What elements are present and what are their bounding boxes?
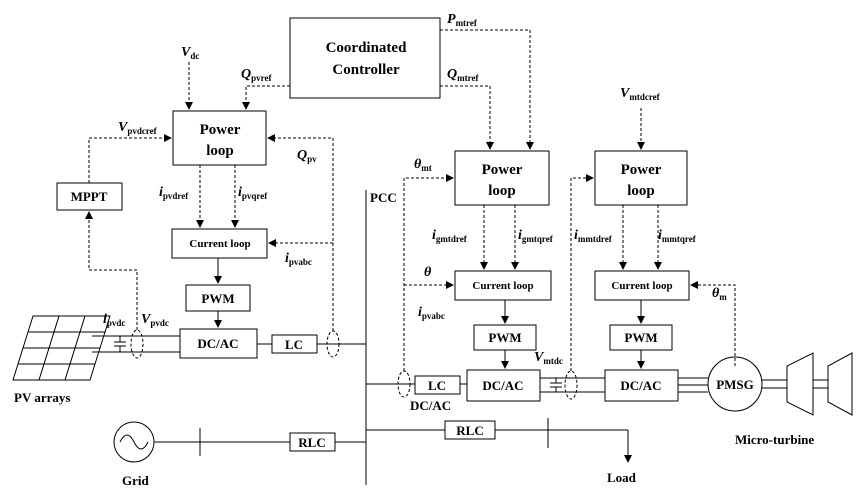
mppt-label: MPPT [71, 189, 108, 204]
signal-i-gmtqref: igmtqref [518, 228, 554, 244]
load-label: Load [607, 470, 637, 485]
signal-q-pvref: Qpvref [241, 67, 272, 83]
coordinated-controller-label-2: Controller [332, 62, 400, 78]
grid-rlc-block: RLC [289, 432, 336, 452]
pv-lc-filter-block: LC [271, 334, 318, 354]
signal-q-mtref: Qmtref [447, 67, 479, 83]
signal-v-mtdcref: Vmtdcref [620, 86, 661, 102]
grid-side-current-loop-block: Current loop [454, 270, 552, 301]
micro-turbine-label: Micro-turbine [735, 432, 814, 447]
grid-source-icon [113, 421, 155, 463]
machine-side-converter-block: DC/AC [604, 369, 679, 402]
signal-v-mtdc: Vmtdc [534, 350, 563, 366]
pv-power-loop-label-1: Power [200, 122, 241, 138]
pv-current-loop-label: Current loop [189, 238, 250, 250]
signal-q-pv: Qpv [297, 148, 317, 164]
grid-label: Grid [122, 473, 149, 488]
grid-side-pwm-block: PWM [473, 324, 537, 351]
machine-side-power-loop-label-2: loop [627, 183, 655, 199]
pv-pwm-block: PWM [185, 284, 251, 312]
signal-i-mmtqref: immtqref [658, 228, 697, 244]
load-rlc-label: RLC [456, 423, 483, 438]
signal-i-pvabc-grid-side: ipvabc [418, 305, 445, 321]
grid-side-power-loop-label-1: Power [482, 162, 523, 178]
pcc-label: PCC [370, 190, 397, 205]
pv-power-loop-block: Power loop [172, 110, 267, 166]
pv-pwm-label: PWM [201, 291, 234, 306]
pv-arrays-label: PV arrays [14, 390, 70, 405]
grid-rlc-label: RLC [298, 435, 325, 450]
machine-side-current-loop-label: Current loop [611, 280, 672, 292]
pv-lc-filter-label: LC [285, 337, 303, 352]
pv-inverter-label: DC/AC [197, 336, 238, 351]
machine-side-pwm-label: PWM [624, 330, 657, 345]
signal-theta-mt: θmt [414, 157, 432, 173]
pv-array-icon [12, 315, 111, 381]
grid-side-current-loop-label: Current loop [472, 280, 533, 292]
grid-side-converter-block: DC/AC [466, 369, 541, 402]
coordinated-controller-block: Coordinated Controller [289, 17, 441, 99]
pv-power-loop-label-2: loop [206, 143, 234, 159]
signal-i-pvqref: ipvqref [238, 185, 268, 201]
grid-side-power-loop-label-2: loop [488, 183, 516, 199]
micro-turbine-icon [762, 352, 853, 416]
machine-side-pwm-block: PWM [609, 324, 673, 351]
signal-i-gmtdref: igmtdref [432, 228, 468, 244]
signal-v-pvdcref: Vpvdcref [118, 120, 158, 136]
pv-inverter-block: DC/AC [179, 328, 258, 359]
dcac-below-lc-label: DC/AC [410, 398, 451, 413]
signal-p-mtref: Pmtref [447, 12, 478, 28]
grid-side-pwm-label: PWM [488, 330, 521, 345]
grid-side-converter-label: DC/AC [482, 378, 523, 393]
signal-v-dc: Vdc [181, 45, 199, 61]
signal-i-mmtdref: immtdref [574, 228, 613, 244]
grid-side-power-loop-block: Power loop [454, 150, 550, 206]
grid-side-lc-filter-label: LC [428, 378, 446, 393]
signal-v-pvdc: Vpvdc [141, 312, 169, 328]
load-rlc-block: RLC [444, 420, 496, 440]
signal-i-pvabc: ipvabc [285, 251, 312, 267]
pmsg-label: PMSG [716, 377, 754, 392]
signal-i-pvdref: ipvdref [159, 185, 189, 201]
machine-side-power-loop-block: Power loop [594, 150, 688, 206]
signal-i-pvdc: ipvdc [103, 312, 125, 328]
coordinated-controller-label-1: Coordinated [326, 40, 407, 56]
machine-side-current-loop-block: Current loop [594, 270, 690, 301]
pmsg-icon: PMSG [707, 356, 763, 412]
machine-side-power-loop-label-1: Power [621, 162, 662, 178]
mppt-block: MPPT [56, 182, 123, 211]
grid-side-lc-filter-block: LC [414, 375, 461, 395]
machine-side-converter-label: DC/AC [620, 378, 661, 393]
pv-current-loop-block: Current loop [171, 228, 268, 259]
signal-theta-m: θm [712, 286, 727, 302]
signal-theta: θ [424, 265, 432, 280]
